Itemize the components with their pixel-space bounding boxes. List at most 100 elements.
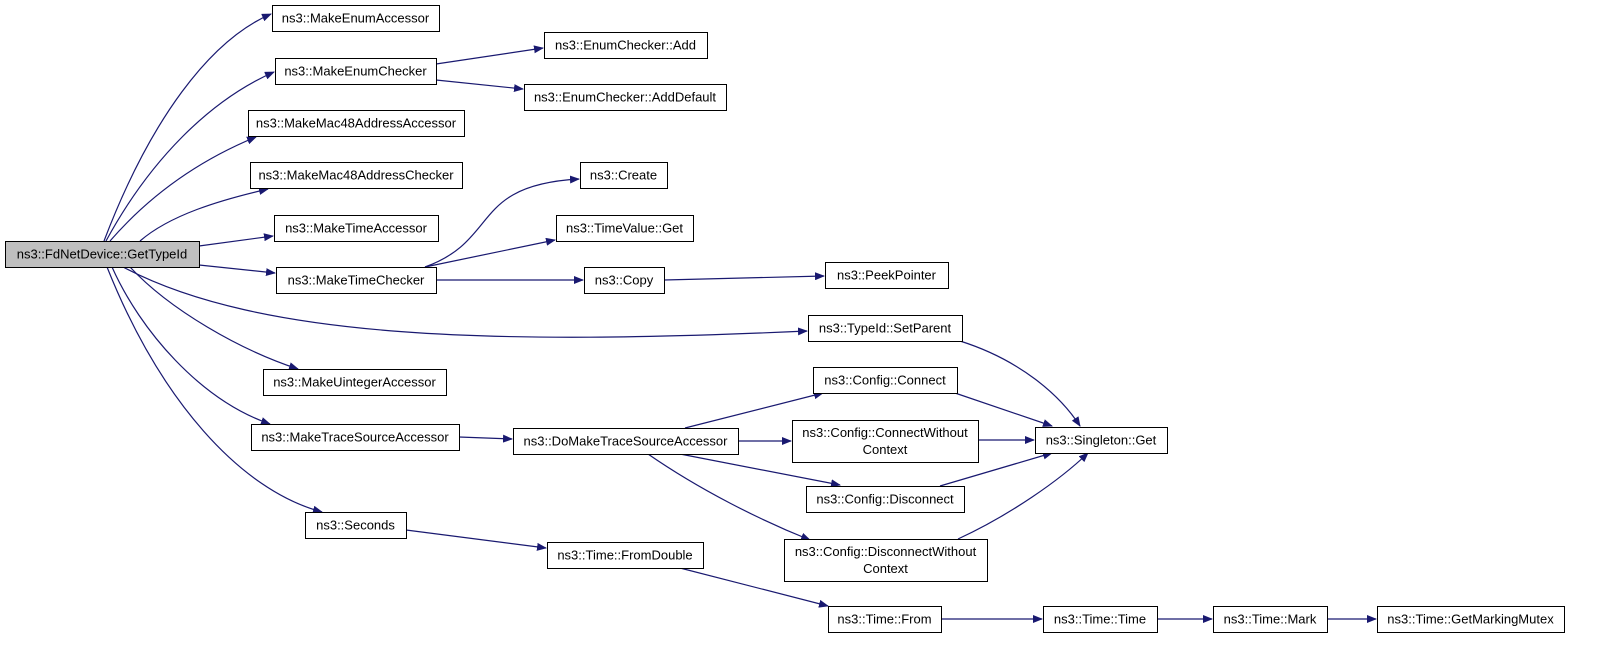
node-makeEnumAccessor[interactable]: ns3::MakeEnumAccessor [272,5,440,32]
node-singletonGet[interactable]: ns3::Singleton::Get [1035,427,1168,454]
node-label: ns3::MakeMac48AddressAccessor [256,116,457,131]
node-configDisconnect[interactable]: ns3::Config::Disconnect [806,486,965,513]
node-timeFrom[interactable]: ns3::Time::From [828,606,942,633]
edge-makeTimeChecker-to-timeValueGet [424,237,556,268]
node-label: ns3::Create [590,168,657,183]
edge-makeEnumChecker-to-enumCheckerAdd [435,45,544,65]
edge-typeIdSetParent-to-singletonGet [959,340,1081,427]
node-box [272,5,440,32]
node-label: ns3::MakeEnumChecker [284,64,427,79]
edge-getTypeId-to-makeMac48Accessor [109,136,257,242]
node-makeMac48Accessor[interactable]: ns3::MakeMac48AddressAccessor [248,110,465,137]
node-box [263,369,447,396]
node-box [274,215,439,242]
edge-getTypeId-to-typeIdSetParent [122,266,808,338]
node-timeValueGet[interactable]: ns3::TimeValue::Get [556,215,694,242]
node-label: ns3::MakeTimeAccessor [285,221,428,236]
node-box [275,58,437,85]
node-makeEnumChecker[interactable]: ns3::MakeEnumChecker [275,58,437,85]
edge-configDisconnect-to-singletonGet [939,451,1053,487]
node-label: ns3::MakeUintegerAccessor [273,375,436,390]
node-box [248,110,465,137]
node-box [1043,606,1158,633]
node-box [524,84,727,111]
node-peekPointer[interactable]: ns3::PeekPointer [825,262,949,289]
node-box [251,424,460,451]
node-label: ns3::Singleton::Get [1046,433,1157,448]
node-doMakeTraceSourceAccessor[interactable]: ns3::DoMakeTraceSourceAccessor [513,428,739,455]
edge-getTypeId-to-makeMac48Checker [139,187,269,242]
edge-configConnect-to-singletonGet [954,392,1053,427]
node-label: ns3::MakeTraceSourceAccessor [261,430,449,445]
edge-copy-to-peekPointer [663,272,825,281]
node-configConnect[interactable]: ns3::Config::Connect [813,367,958,394]
node-label: ns3::Config::Connect [824,373,946,388]
node-label: ns3::Config::DisconnectWithout [795,544,977,559]
node-enumCheckerAddDefault[interactable]: ns3::EnumChecker::AddDefault [524,84,727,111]
edge-seconds-to-timeFromDouble [405,529,547,551]
node-makeTimeChecker[interactable]: ns3::MakeTimeChecker [276,267,437,294]
node-label: ns3::FdNetDevice::GetTypeId [17,247,188,262]
edge-configDisconnectWithoutContext-to-singletonGet [957,452,1089,540]
node-box [5,241,200,268]
node-timeTime[interactable]: ns3::Time::Time [1043,606,1158,633]
node-box [825,262,949,289]
node-label: Context [863,442,908,457]
node-box [1035,427,1168,454]
node-label: ns3::Time::GetMarkingMutex [1387,612,1554,627]
node-label: ns3::Copy [595,273,654,288]
node-label: ns3::EnumChecker::Add [555,38,696,53]
node-label: ns3::Time::Time [1054,612,1146,627]
node-box [806,486,965,513]
node-label: Context [863,561,908,576]
node-box [556,215,694,242]
node-label: ns3::MakeEnumAccessor [282,11,430,26]
nodes: ns3::FdNetDevice::GetTypeId ns3::MakeEnum… [5,5,1565,633]
node-box [828,606,942,633]
edge-makeTraceSourceAccessor-to-doMakeTraceSourceAccessor [458,434,513,443]
node-box [792,420,979,463]
node-box [544,32,708,59]
node-box [1377,606,1565,633]
node-box [547,542,704,569]
node-create[interactable]: ns3::Create [580,162,668,189]
node-box [1213,606,1328,633]
node-label: ns3::Seconds [316,518,395,533]
edge-getTypeId-to-makeEnumChecker [105,71,275,242]
node-label: ns3::MakeTimeChecker [288,273,425,288]
edge-getTypeId-to-makeTimeAccessor [198,233,274,247]
node-label: ns3::Config::Disconnect [816,492,954,507]
node-label: ns3::Config::ConnectWithout [802,425,968,440]
edge-getTypeId-to-makeTraceSourceAccessor [111,266,271,425]
edge-doMakeTraceSourceAccessor-to-configDisconnectWithoutContext [647,453,811,541]
node-typeIdSetParent[interactable]: ns3::TypeId::SetParent [808,315,963,342]
node-box [305,512,407,539]
node-copy[interactable]: ns3::Copy [584,267,665,294]
node-timeFromDouble[interactable]: ns3::Time::FromDouble [547,542,704,569]
node-box [808,315,963,342]
node-label: ns3::TypeId::SetParent [819,321,952,336]
node-label: ns3::Time::FromDouble [557,548,692,563]
node-timeGetMarkingMutex[interactable]: ns3::Time::GetMarkingMutex [1377,606,1565,633]
edge-doMakeTraceSourceAccessor-to-configConnect [684,391,824,429]
node-label: ns3::MakeMac48AddressChecker [258,168,454,183]
node-timeMark[interactable]: ns3::Time::Mark [1213,606,1328,633]
node-getTypeId[interactable]: ns3::FdNetDevice::GetTypeId [5,241,200,268]
node-label: ns3::PeekPointer [837,268,937,283]
node-makeTimeAccessor[interactable]: ns3::MakeTimeAccessor [274,215,439,242]
edge-doMakeTraceSourceAccessor-to-configDisconnect [679,453,841,488]
node-makeUintegerAccessor[interactable]: ns3::MakeUintegerAccessor [263,369,447,396]
edge-getTypeId-to-seconds [106,266,323,514]
node-enumCheckerAdd[interactable]: ns3::EnumChecker::Add [544,32,708,59]
node-makeMac48Checker[interactable]: ns3::MakeMac48AddressChecker [250,162,463,189]
node-makeTraceSourceAccessor[interactable]: ns3::MakeTraceSourceAccessor [251,424,460,451]
edge-makeTimeChecker-to-create [424,175,580,268]
node-label: ns3::Time::Mark [1224,612,1317,627]
node-box [784,539,988,582]
node-label: ns3::EnumChecker::AddDefault [534,90,716,105]
node-seconds[interactable]: ns3::Seconds [305,512,407,539]
node-label: ns3::TimeValue::Get [566,221,683,236]
